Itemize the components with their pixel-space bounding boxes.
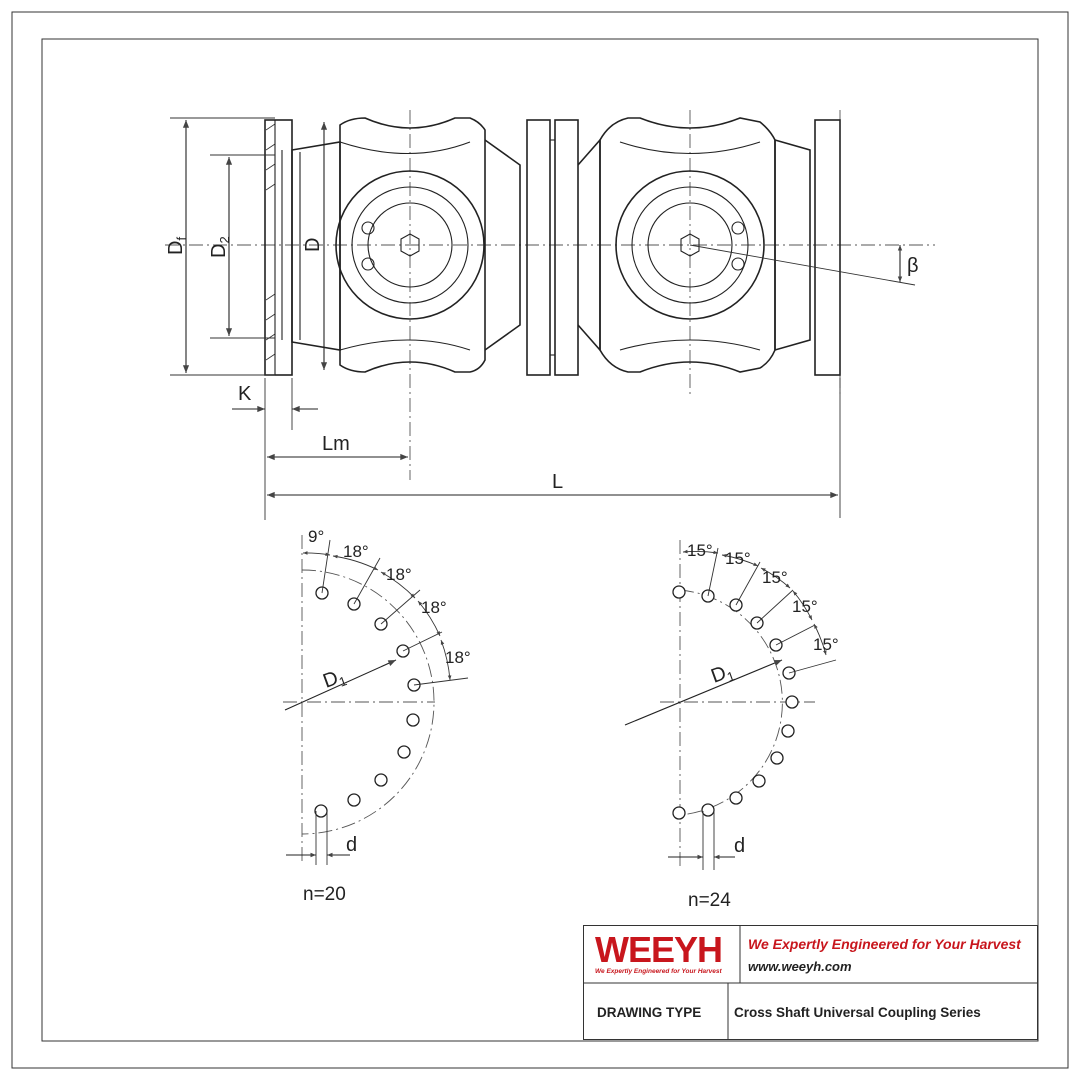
drawing-type-label: DRAWING TYPE — [597, 1005, 701, 1020]
flange-20-hole-pattern — [283, 535, 469, 865]
d2-label: D2 — [208, 236, 232, 258]
beta-label: β — [907, 255, 919, 277]
inner-frame — [41, 38, 1039, 1042]
flange-24-angle-4: 15° — [792, 597, 818, 616]
drawing-type-value: Cross Shaft Universal Coupling Series — [734, 1005, 981, 1020]
company-website: www.weeyh.com — [748, 959, 852, 974]
company-slogan: We Expertly Engineered for Your Harvest — [748, 936, 1022, 952]
df-label: Df — [165, 237, 189, 255]
flange-24-angle-1: 15° — [687, 541, 713, 560]
flange-24-d1-label: D1 — [708, 660, 737, 690]
k-label: K — [238, 383, 252, 405]
flange-24-hole-pattern — [624, 540, 837, 870]
hatching — [265, 123, 276, 361]
flange-20-angle-3: 18° — [386, 565, 412, 584]
coupling-side-view — [165, 110, 935, 520]
flange-20-hole-d-label: d — [346, 834, 357, 856]
flange-20-angle-1: 9° — [308, 527, 324, 546]
flange-24-n-label: n=24 — [688, 890, 731, 911]
weeyh-logo: WEEYH — [595, 929, 722, 970]
flange-20-angle-2: 18° — [343, 542, 369, 561]
outer-frame — [11, 11, 1069, 1069]
lm-label: Lm — [322, 433, 350, 455]
flange-24-angle-2: 15° — [725, 549, 751, 568]
flange-20-n-label: n=20 — [303, 884, 346, 905]
flange-24-angle-5: 15° — [813, 635, 839, 654]
d-label: D — [302, 238, 324, 252]
flange-24-hole-d-label: d — [734, 835, 745, 857]
flange-24-angle-3: 15° — [762, 568, 788, 587]
flange-20-d1-label: D1 — [320, 665, 349, 695]
l-label: L — [552, 471, 563, 493]
title-block: WEEYH We Expertly Engineered for Your Ha… — [583, 925, 1038, 1040]
flange-20-angle-4: 18° — [421, 598, 447, 617]
logo-tagline: We Expertly Engineered for Your Harvest — [595, 968, 723, 975]
flange-20-angle-5: 18° — [445, 648, 471, 667]
